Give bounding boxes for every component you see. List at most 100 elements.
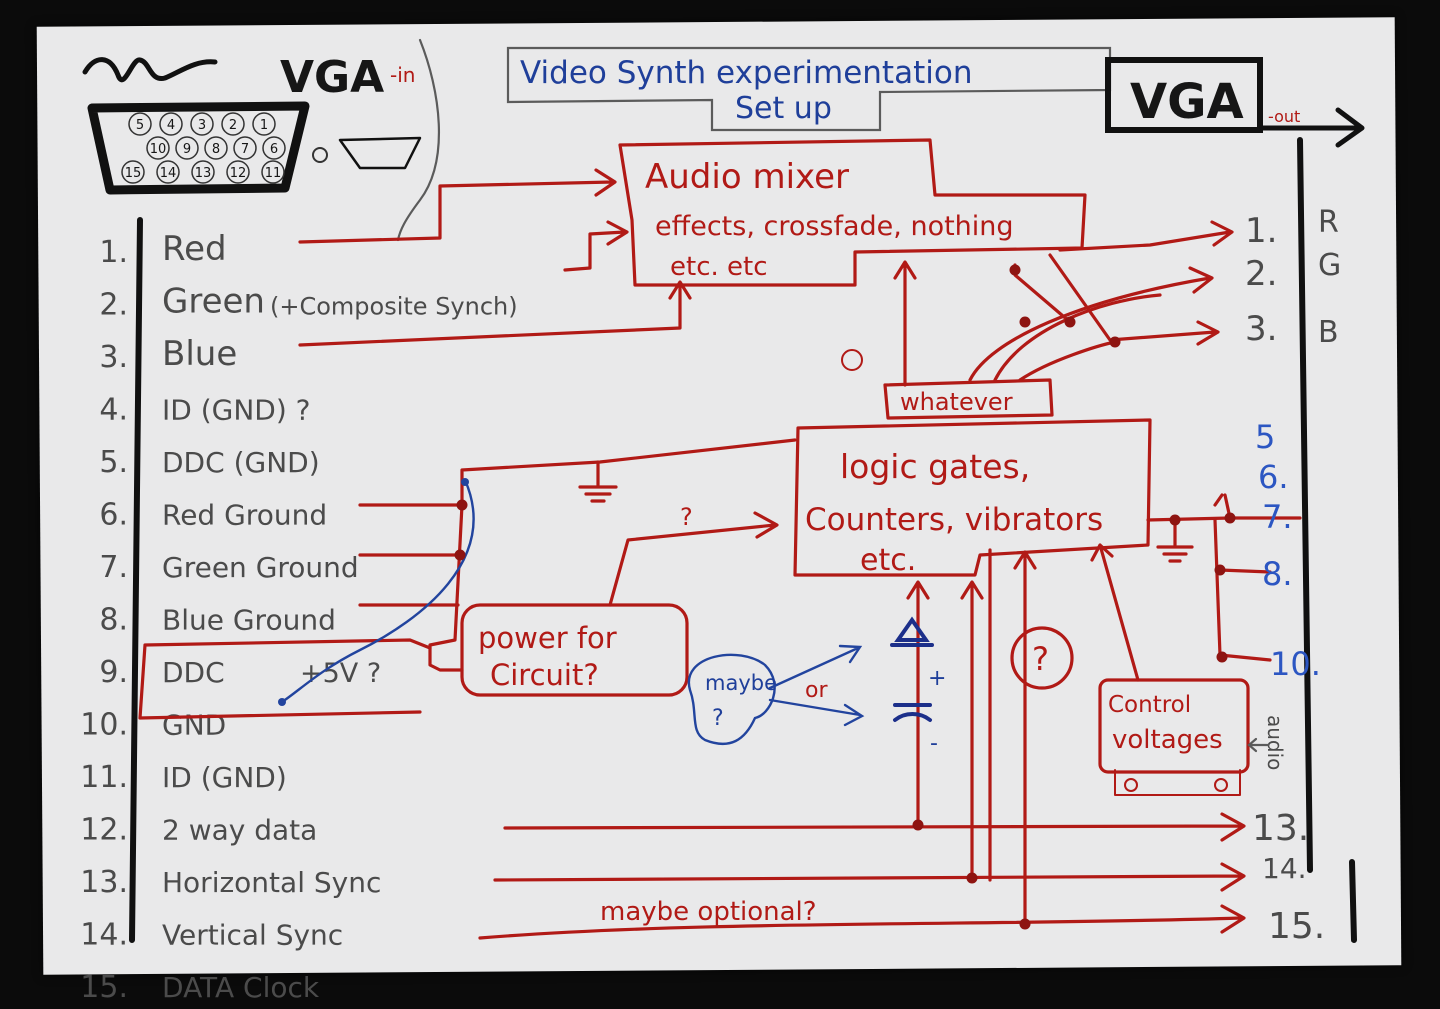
junction-dot	[1169, 514, 1181, 526]
maybe-line1: maybe	[705, 671, 777, 695]
connector-pin-number: 12	[230, 166, 247, 181]
or-label: or	[805, 678, 828, 703]
connector-pin-circle	[128, 112, 152, 136]
audio-arrow	[1247, 737, 1270, 753]
input-pin-number: 7.	[99, 550, 128, 585]
logic-line3: etc.	[860, 543, 916, 578]
input-pin-label: Vertical Sync	[162, 919, 343, 952]
maybe-optional-label: maybe optional?	[600, 897, 817, 927]
output-pin-letter: B	[1318, 315, 1339, 350]
question-circle: ?	[1032, 640, 1049, 678]
output-pin-number: 2.	[1245, 254, 1277, 294]
input-pin-number: 15.	[80, 970, 128, 1005]
connector-pin-number: 6	[270, 142, 278, 157]
connector-pin-circle	[252, 112, 276, 136]
output-pin-number: 13.	[1252, 808, 1309, 849]
pencil-guide	[396, 38, 440, 242]
input-pin-label: Green Ground	[162, 551, 359, 584]
connector-pin-number: 4	[167, 118, 175, 133]
input-pin-number: 11.	[80, 760, 128, 795]
input-pin-number: 5.	[99, 445, 128, 480]
connector-side-view	[338, 136, 422, 170]
connector-pin-circle	[262, 136, 286, 160]
connector-screw-icon	[312, 147, 328, 163]
connector-pin-circle	[156, 160, 180, 184]
input-pin-note: (+Composite Synch)	[270, 293, 518, 321]
junction-dot	[1214, 564, 1226, 576]
power-line2: Circuit?	[490, 658, 599, 692]
connector-pin-number: 3	[198, 118, 206, 133]
minus-label: -	[930, 731, 938, 756]
input-pin-label: Horizontal Sync	[162, 866, 381, 899]
output-pin-number: 14.	[1262, 852, 1307, 885]
power-line1: power for	[478, 621, 617, 655]
connector-pin-number: 1	[260, 118, 268, 133]
connector-pin-circle	[204, 136, 228, 160]
junction-dot	[456, 499, 468, 511]
input-pin-label: DDC (GND)	[162, 446, 320, 479]
power-box	[460, 603, 689, 697]
sync-output-pins: 13.14. 15.	[1252, 808, 1325, 947]
output-pin-number: 8.	[1262, 555, 1293, 593]
input-pin-label: DDC	[162, 656, 225, 689]
signal-squiggle	[82, 57, 218, 83]
logic-gates-box	[793, 418, 1152, 577]
junction-dot	[966, 872, 978, 884]
input-pin-label: 2 way data	[162, 814, 317, 847]
output-bus-bar	[1297, 137, 1313, 873]
junction-dot	[1064, 316, 1076, 328]
control-line1: Control	[1108, 692, 1191, 718]
junction-dot	[1019, 918, 1031, 930]
input-pin-label: Red Ground	[162, 499, 327, 532]
input-pin-label: Blue Ground	[162, 604, 336, 637]
question-top: ?	[680, 503, 693, 531]
audio-label: audio	[1263, 715, 1287, 770]
control-line2: voltages	[1112, 725, 1223, 755]
input-pin-label: DATA Clock	[162, 971, 320, 1004]
blue-output-pins: 56.7.8.10.	[1255, 418, 1321, 683]
vga-in-suffix: -in	[390, 63, 415, 87]
control-knobs	[1114, 769, 1241, 796]
vga-out-label: VGA	[1130, 74, 1244, 130]
junction-dot	[454, 549, 466, 561]
input-pin-label: Blue	[162, 334, 237, 374]
output-pin-number: 10.	[1270, 645, 1321, 683]
vga-in-label: VGA	[280, 52, 384, 103]
vga-out-suffix: -out	[1268, 107, 1300, 126]
connector-pin-circle	[146, 136, 170, 160]
connector-pin-number: 5	[136, 118, 144, 133]
junction-dots	[454, 264, 1236, 930]
connector-pin-number: 10	[150, 142, 167, 157]
connector-pin-circle	[221, 112, 245, 136]
whatever-box	[883, 378, 1054, 420]
whatever-label: whatever	[900, 388, 1013, 416]
output-pin-number: 6.	[1258, 458, 1289, 496]
input-pin-number: 13.	[80, 865, 128, 900]
connector-pin-circle	[233, 136, 257, 160]
output-pin-number: 7.	[1262, 498, 1293, 536]
connector-pin-circle	[191, 160, 215, 184]
connector-pin-circle	[159, 112, 183, 136]
connector-pin-number: 2	[229, 118, 237, 133]
input-pin-number: 6.	[99, 498, 128, 533]
input-bus-bar	[129, 217, 143, 943]
connector-pin-number: 7	[241, 142, 249, 157]
junction-dot	[1009, 264, 1021, 276]
input-pin-label: ID (GND) ?	[162, 394, 311, 427]
input-pin-number: 12.	[80, 813, 128, 848]
output-bus-bar-lower	[1349, 859, 1357, 943]
output-pin-letter: R	[1318, 205, 1339, 240]
output-pin-number: 15.	[1268, 906, 1325, 947]
control-voltages-box	[1098, 678, 1250, 774]
maybe-arrow-up	[768, 644, 863, 690]
input-pin-number: 8.	[99, 603, 128, 638]
input-pin-number: 1.	[99, 235, 128, 270]
output-pin-letter: G	[1318, 248, 1341, 283]
logic-line2: Counters, vibrators	[805, 502, 1103, 538]
plus-label: +	[928, 666, 946, 691]
mixer-line2: effects, crossfade, nothing	[655, 211, 1014, 242]
mixer-line1: Audio mixer	[645, 157, 849, 197]
